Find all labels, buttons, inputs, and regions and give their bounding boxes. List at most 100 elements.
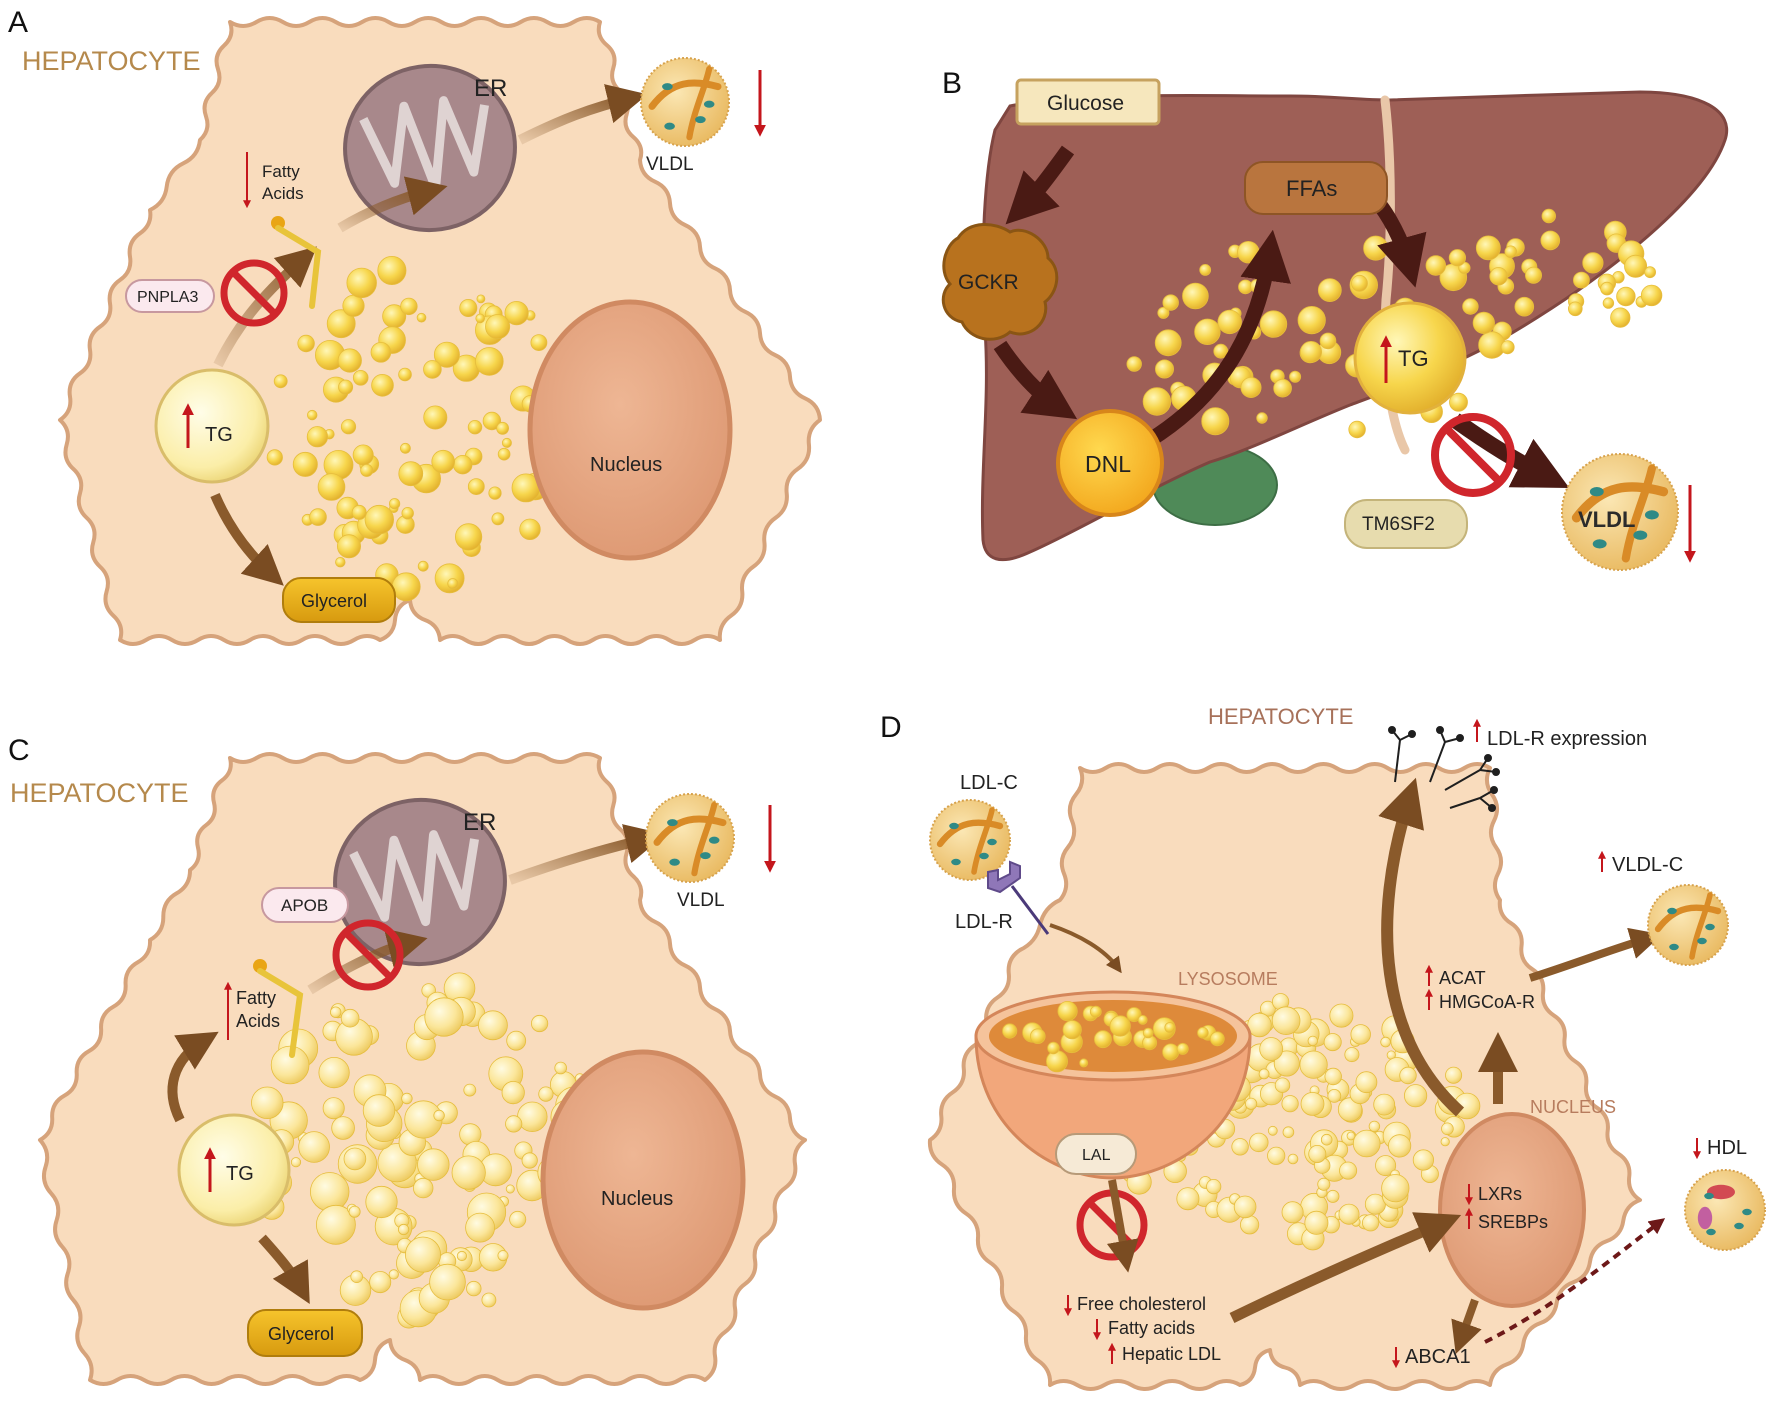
ldl-r-label: LDL-R (955, 911, 1013, 933)
lipid-droplet (1137, 1015, 1148, 1025)
surface-protein (1633, 530, 1648, 540)
lipid-droplet (497, 1250, 509, 1262)
lipid-droplet (343, 1147, 367, 1171)
surface-protein (979, 852, 989, 860)
ffas-box (1244, 161, 1388, 215)
hdl-particle (1684, 1169, 1766, 1251)
lipid-droplet (398, 367, 412, 382)
lipid-droplet (388, 498, 401, 510)
panel-c-letter: C (8, 734, 30, 767)
er-label: ER (474, 75, 507, 102)
lipid-droplet (1259, 1037, 1284, 1061)
surface-protein (987, 838, 997, 846)
free-cholesterol-label: Free cholesterol (1077, 1294, 1206, 1314)
lipid-droplet (1320, 1133, 1333, 1146)
lipid-droplet (1600, 281, 1614, 296)
lipid-droplet (298, 1131, 330, 1163)
hepatic-ldl-label: Hepatic LDL (1122, 1344, 1221, 1364)
lipid-droplet (273, 374, 288, 389)
lipid-droplet (1329, 1003, 1354, 1028)
lipid-droplet (1568, 301, 1583, 317)
apolipoprotein-band (686, 65, 713, 141)
surface-protein (951, 858, 961, 866)
lipid-droplet (1327, 1089, 1342, 1103)
lipid-droplet (352, 369, 369, 386)
lipid-droplet (1245, 1097, 1258, 1110)
lal-badge (1055, 1133, 1137, 1175)
lipid-droplet (369, 1271, 392, 1294)
lipid-droplet (322, 1097, 345, 1120)
dnl-circle (1056, 409, 1164, 517)
lipid-droplet (491, 512, 505, 526)
lipid-droplet (417, 560, 429, 572)
lipid-droplet (1388, 1134, 1412, 1158)
lipid-droplet (337, 348, 362, 373)
lipid-droplet (1381, 1174, 1410, 1203)
lipid-droplet (1213, 343, 1229, 359)
lipid-droplet (1259, 310, 1288, 338)
tm6sf2-label: TM6SF2 (1362, 514, 1435, 535)
lipid-droplet (1445, 1066, 1463, 1084)
lipid-droplet (1326, 1189, 1340, 1203)
lipid-droplet (554, 1061, 567, 1075)
tg-to-glycerol-arrow (210, 493, 284, 586)
lipid-droplet (496, 421, 510, 435)
lipid-droplet (342, 294, 365, 317)
lipid-droplet (360, 463, 374, 477)
lipid-droplet (251, 1086, 284, 1120)
nucleus (1438, 1112, 1586, 1308)
lipid-droplet (1162, 1043, 1180, 1061)
lipid-droplet (1300, 1092, 1325, 1116)
lipid-droplet (1352, 1129, 1381, 1158)
lipid-droplet (1449, 392, 1468, 412)
lipid-droplet (400, 297, 418, 316)
lipid-droplet (1540, 230, 1561, 251)
lipid-droplet (1273, 1050, 1300, 1077)
lipid-droplet (1489, 267, 1508, 286)
lipid-droplet (509, 1210, 527, 1228)
lipid-droplet (292, 451, 318, 477)
ffas-label: FFAs (1286, 176, 1337, 201)
srebps-label: SREBPs (1478, 1212, 1548, 1232)
surface-protein (1742, 1208, 1752, 1216)
panel-a-letter: A (8, 6, 28, 39)
lipid-droplet (466, 1280, 482, 1297)
lipid-droplet (1109, 1015, 1131, 1037)
lipid-droplet (377, 255, 407, 285)
lipid-droplet (1462, 298, 1479, 315)
lipid-droplet (1155, 359, 1175, 379)
lipid-droplet (477, 1010, 508, 1041)
surface-protein (662, 83, 673, 91)
tg-droplet (177, 1113, 291, 1227)
lipid-droplet (1046, 1050, 1069, 1073)
lipid-droplet (467, 478, 485, 496)
lipid-droplet (1375, 1155, 1397, 1177)
apolipoprotein-band (1571, 482, 1669, 523)
lipid-droplet (1448, 249, 1467, 267)
lipid-droplet (1256, 412, 1268, 424)
lipid-droplet (331, 1116, 355, 1140)
apolipoprotein-band (653, 815, 727, 846)
pnpla3-label: PNPLA3 (137, 289, 198, 306)
nucleus-to-ldlr-arrow (1378, 777, 1465, 1117)
lipid-droplet (290, 1157, 302, 1168)
ldl-receptor-branches-icon (1388, 726, 1500, 812)
dnl-to-ffas-arrow (1146, 229, 1291, 447)
lipid-droplet (1412, 1149, 1435, 1171)
lipid-droplet (1373, 1093, 1396, 1116)
lipid-droplet (505, 1184, 515, 1194)
lipid-droplet (1273, 378, 1292, 398)
vldl-particle (645, 793, 735, 883)
lipid-droplet (1267, 1125, 1278, 1136)
lipid-droplet (1525, 266, 1543, 284)
lipid-droplet (1267, 1146, 1286, 1165)
apolipoprotein-band (1654, 904, 1722, 933)
ffas-to-tg-arrow (1373, 200, 1427, 288)
er-to-vldl-arrow (508, 824, 666, 885)
surface-protein (708, 836, 720, 844)
lipid-droplet (1289, 370, 1302, 383)
lipid-droplet (1351, 274, 1368, 292)
lipid-droplet (1317, 1177, 1331, 1191)
lipid-droplet (1194, 318, 1221, 346)
lipid-droplet (1355, 1071, 1378, 1094)
